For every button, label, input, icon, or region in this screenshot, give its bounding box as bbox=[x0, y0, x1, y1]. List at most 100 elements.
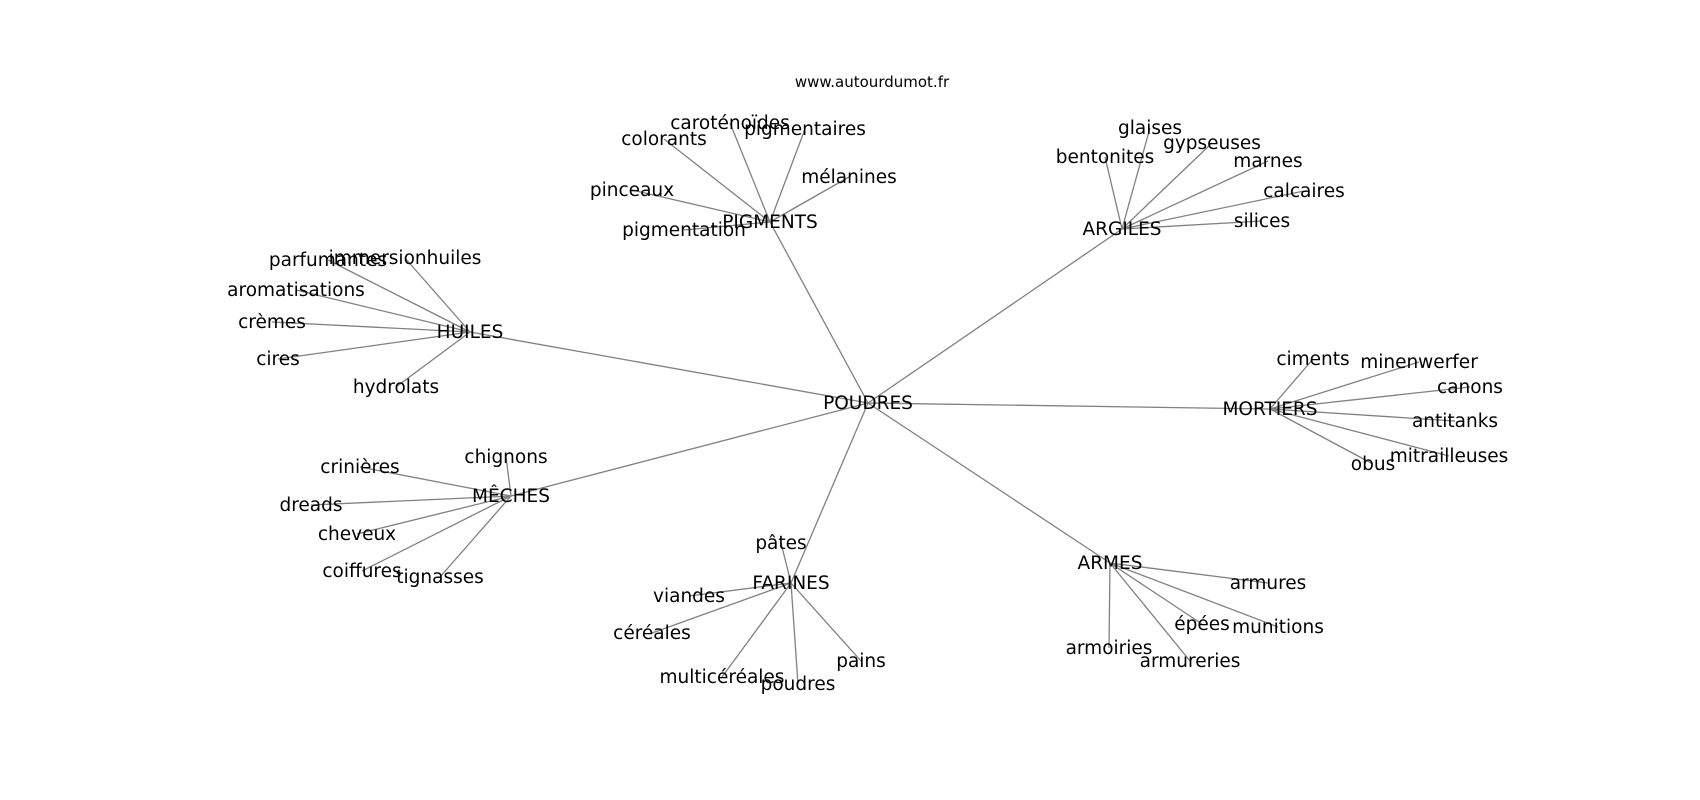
hub-node-label: MÊCHES bbox=[472, 485, 550, 507]
leaf-node-label: silices bbox=[1234, 211, 1290, 232]
leaf-node-label: pigmentaires bbox=[744, 119, 866, 140]
leaf-node-label: armoiries bbox=[1066, 638, 1153, 659]
hub-leaf-edge bbox=[729, 122, 771, 223]
leaf-node-label: coiffures bbox=[322, 561, 401, 582]
hub-leaf-edge bbox=[688, 582, 792, 597]
leaf-node-label: cires bbox=[256, 349, 300, 370]
hub-leaf-edge bbox=[1269, 386, 1471, 410]
hub-leaf-edge bbox=[1121, 160, 1269, 230]
leaf-node-label: armureries bbox=[1140, 651, 1241, 672]
hub-leaf-edge bbox=[1109, 562, 1203, 625]
leaf-node-label: céréales bbox=[613, 623, 691, 644]
leaf-node-label: glaises bbox=[1118, 118, 1182, 139]
leaf-node-label: chignons bbox=[464, 447, 547, 468]
hub-leaf-edge bbox=[1269, 358, 1314, 410]
hub-leaf-edge bbox=[1121, 127, 1151, 230]
leaf-node-label: mélanines bbox=[801, 167, 897, 188]
hub-leaf-edge bbox=[277, 331, 471, 360]
hub-leaf-edge bbox=[1269, 361, 1420, 410]
hub-leaf-edge bbox=[769, 128, 806, 223]
source-watermark: www.autourdumot.fr bbox=[795, 73, 950, 91]
root-hub-edge bbox=[510, 402, 869, 497]
hub-node-label: HUILES bbox=[437, 322, 504, 343]
hub-leaf-edge bbox=[631, 189, 771, 223]
hub-leaf-edge bbox=[780, 542, 792, 584]
hub-leaf-edge bbox=[271, 321, 471, 333]
hub-node-label: FARINES bbox=[752, 573, 829, 594]
leaf-node-label: poudres bbox=[761, 674, 836, 695]
leaf-node-label: munitions bbox=[1232, 617, 1324, 638]
leaf-node-label: mitrailleuses bbox=[1390, 446, 1509, 467]
root-hub-edge bbox=[790, 402, 869, 584]
leaf-node-label: antitanks bbox=[1412, 411, 1498, 432]
leaf-node-label: multicéréales bbox=[660, 667, 785, 688]
hub-leaf-edge bbox=[439, 495, 512, 578]
hub-leaf-edge bbox=[1121, 190, 1305, 230]
hub-leaf-edge bbox=[361, 495, 512, 572]
hub-leaf-edge bbox=[1109, 562, 1279, 628]
hub-leaf-edge bbox=[651, 582, 792, 634]
leaf-node-label: pains bbox=[836, 651, 886, 672]
hub-leaf-edge bbox=[769, 176, 850, 223]
leaf-node-label: viandes bbox=[653, 586, 725, 607]
hub-leaf-edge bbox=[683, 221, 771, 231]
hub-leaf-edge bbox=[1109, 562, 1269, 584]
leaf-node-label: épées bbox=[1174, 614, 1230, 635]
leaf-node-label: pigmentation bbox=[622, 220, 746, 241]
leaf-node-label: marnes bbox=[1233, 151, 1302, 172]
leaf-node-label: pâtes bbox=[755, 533, 806, 554]
leaf-node-label: immersionhuiles bbox=[329, 248, 482, 269]
hub-leaf-edge bbox=[1121, 142, 1213, 230]
root-hub-edge bbox=[867, 228, 1123, 404]
hub-leaf-edge bbox=[395, 331, 471, 388]
hub-leaf-edge bbox=[310, 495, 512, 506]
hub-leaf-edge bbox=[505, 456, 512, 497]
leaf-node-label: ciments bbox=[1276, 349, 1349, 370]
hub-leaf-edge bbox=[721, 582, 792, 678]
leaf-node-label: crinières bbox=[320, 457, 399, 478]
leaf-node-label: canons bbox=[1437, 377, 1503, 398]
leaf-node-label: caroténoïdes bbox=[670, 113, 790, 134]
leaf-node-label: dreads bbox=[279, 495, 342, 516]
hub-leaf-edge bbox=[327, 259, 471, 333]
hub-leaf-edge bbox=[790, 582, 862, 662]
root-hub-edge bbox=[867, 402, 1111, 564]
hub-leaf-edge bbox=[359, 466, 512, 497]
hub-leaf-edge bbox=[790, 582, 799, 685]
leaf-node-label: crèmes bbox=[238, 312, 306, 333]
root-hub-edge bbox=[769, 221, 869, 404]
hub-leaf-edge bbox=[1109, 562, 1191, 662]
hub-leaf-edge bbox=[295, 289, 471, 333]
hub-leaf-edge bbox=[1104, 156, 1123, 230]
hub-leaf-edge bbox=[1269, 408, 1456, 422]
leaf-node-label: colorants bbox=[621, 129, 707, 150]
hub-node-label: MORTIERS bbox=[1222, 399, 1317, 420]
hub-leaf-edge bbox=[1121, 220, 1263, 230]
hub-leaf-edge bbox=[404, 257, 471, 333]
leaf-node-label: hydrolats bbox=[353, 377, 439, 398]
leaf-node-label: obus bbox=[1351, 454, 1395, 475]
leaf-node-label: bentonites bbox=[1056, 147, 1155, 168]
leaf-node-label: tignasses bbox=[396, 567, 484, 588]
hub-leaf-edge bbox=[1269, 408, 1374, 465]
hub-leaf-edge bbox=[663, 138, 771, 223]
hub-leaf-edge bbox=[356, 495, 512, 535]
hub-node-label: PIGMENTS bbox=[722, 212, 817, 233]
hub-leaf-edge bbox=[1269, 408, 1450, 457]
leaf-node-label: parfumantes bbox=[269, 250, 387, 271]
hub-node-label: ARGILES bbox=[1082, 219, 1161, 240]
leaf-node-label: minenwerfer bbox=[1360, 352, 1478, 373]
graph-edges bbox=[271, 122, 1471, 685]
root-node-label: POUDRES bbox=[823, 393, 913, 414]
leaf-node-label: cheveux bbox=[318, 524, 396, 545]
hub-node-label: ARMES bbox=[1078, 553, 1143, 574]
root-hub-edge bbox=[867, 402, 1271, 410]
hub-leaf-edge bbox=[1108, 562, 1111, 649]
leaf-node-label: gypseuses bbox=[1163, 133, 1261, 154]
leaf-node-label: armures bbox=[1230, 573, 1307, 594]
leaf-node-label: calcaires bbox=[1263, 181, 1345, 202]
leaf-node-label: pinceaux bbox=[590, 180, 674, 201]
root-hub-edge bbox=[469, 331, 869, 404]
